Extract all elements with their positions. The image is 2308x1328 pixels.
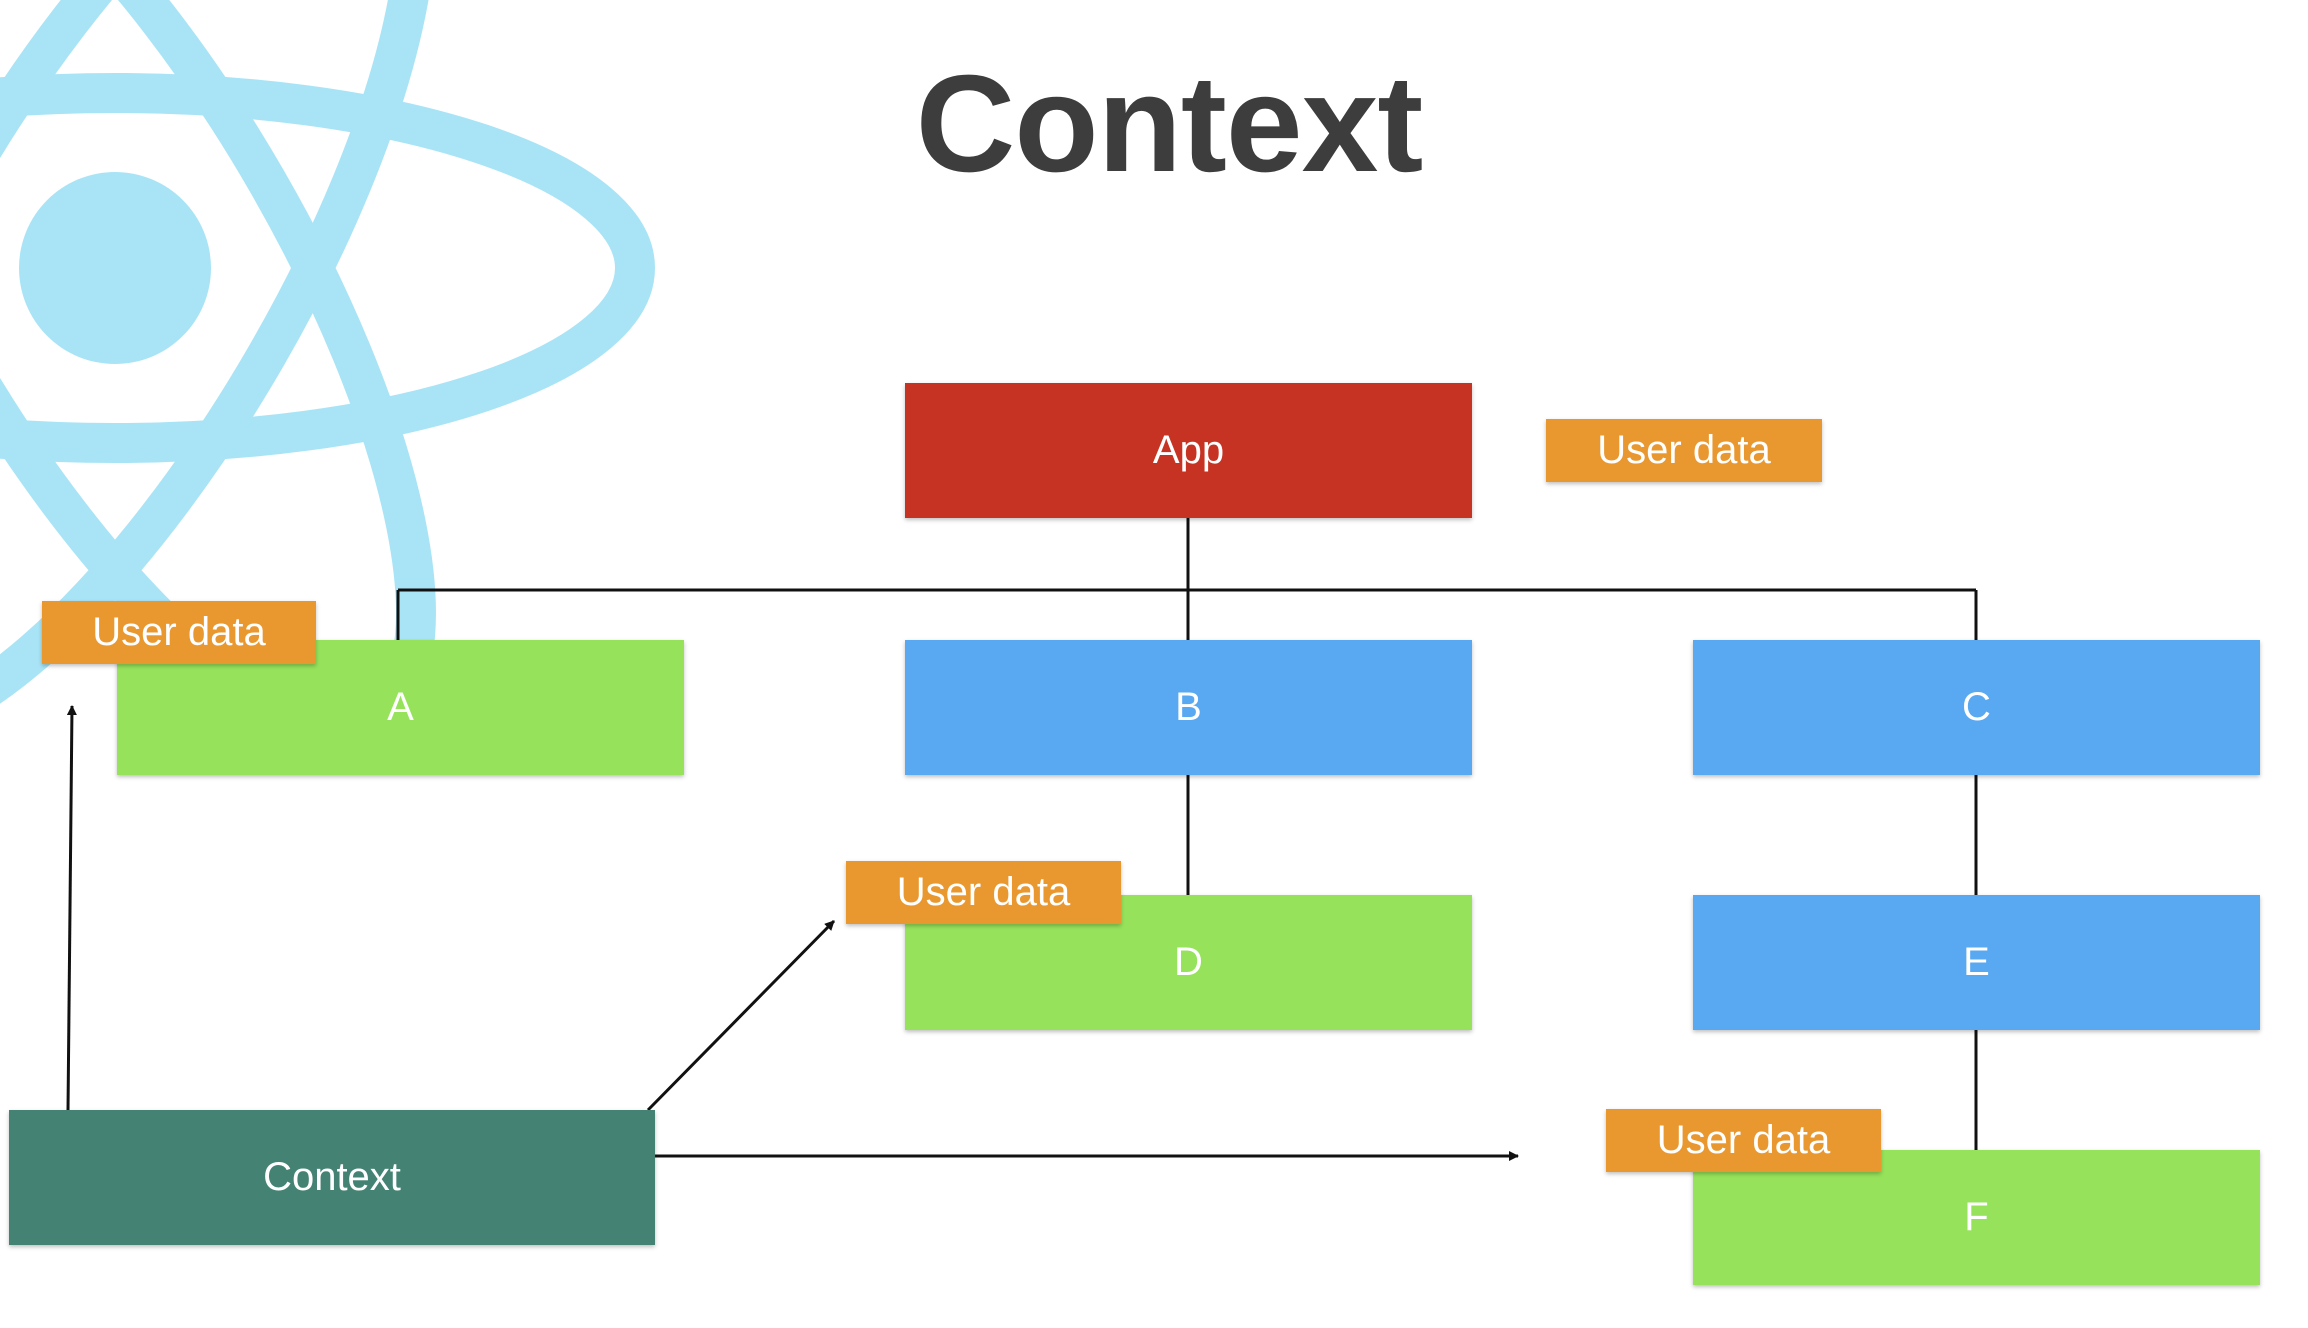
slide-title: Context — [915, 47, 1424, 201]
react-orbit-left — [0, 0, 436, 720]
badge-user-data-d: User data — [846, 861, 1121, 924]
node-b: B — [905, 640, 1472, 775]
node-context: Context — [9, 1110, 655, 1245]
badge-user-data-app: User data — [1546, 419, 1822, 482]
badge-user-data-a: User data — [42, 601, 316, 664]
react-orbit-horizontal — [0, 73, 655, 463]
node-app: App — [905, 383, 1472, 518]
badge-user-data-f: User data — [1606, 1109, 1881, 1172]
node-f: F — [1693, 1150, 2260, 1285]
arrow-context-to-a — [66, 705, 77, 1111]
node-e: E — [1693, 895, 2260, 1030]
arrow-context-to-d — [646, 919, 836, 1112]
node-c: C — [1693, 640, 2260, 775]
react-nucleus — [19, 172, 211, 364]
